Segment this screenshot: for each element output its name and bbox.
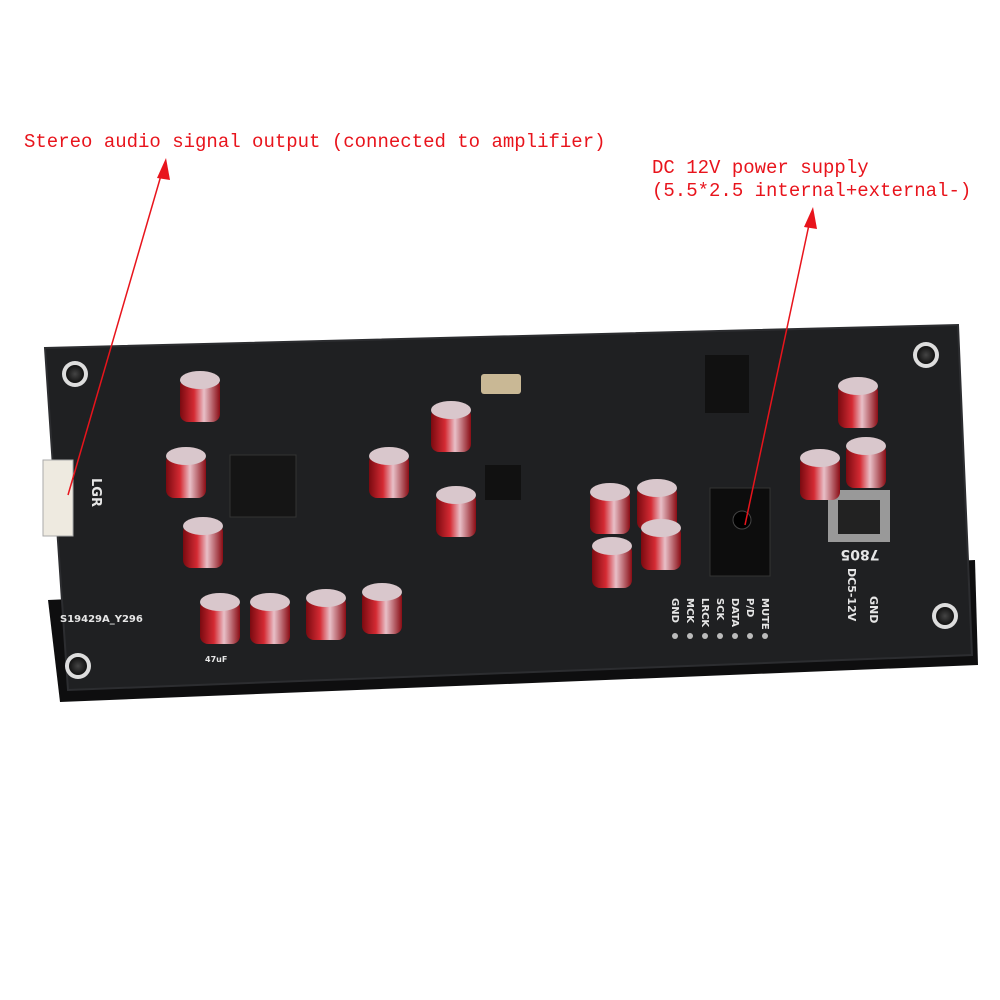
header-pin — [747, 633, 753, 639]
capacitor — [369, 447, 409, 498]
capacitor — [166, 447, 206, 498]
capacitor — [362, 583, 402, 634]
header-pin — [702, 633, 708, 639]
pin-label: SCK — [714, 598, 725, 622]
pin-label: P/D — [744, 598, 755, 617]
capacitor — [637, 479, 677, 530]
pin-label: DATA — [729, 598, 740, 627]
pin-label: MCK — [684, 598, 695, 624]
header-pin — [762, 633, 768, 639]
capacitor — [200, 593, 240, 644]
pin-labels: GND MCK LRCK SCK DATA P/D MUTE — [669, 598, 770, 639]
capacitors — [166, 371, 886, 644]
header-pin — [732, 633, 738, 639]
pin-label: GND — [669, 598, 680, 623]
capacitor — [800, 449, 840, 500]
dip8-opamp — [229, 454, 297, 518]
capacitor — [592, 537, 632, 588]
capacitor — [436, 486, 476, 537]
power-gnd-label: GND — [867, 596, 880, 623]
arrow-power-supply — [744, 207, 817, 526]
dc-power-jack — [709, 487, 771, 577]
capacitor — [431, 401, 471, 452]
header-pin — [672, 633, 678, 639]
board-id-label: S19429A_Y296 — [60, 614, 143, 625]
capacitor — [846, 437, 886, 488]
power-label: DC5-12V — [845, 568, 858, 622]
audio-output-annotation: Stereo audio signal output (connected to… — [24, 131, 606, 153]
pin-label: LRCK — [699, 598, 710, 628]
connector-label: LGR — [88, 478, 103, 507]
capacitor — [180, 371, 220, 422]
power-supply-annotation-line2: (5.5*2.5 internal+external-) — [652, 180, 972, 202]
regulator-label: 7805 — [841, 546, 880, 562]
power-supply-annotation-line1: DC 12V power supply — [652, 157, 869, 179]
header-pin — [687, 633, 693, 639]
header-pin — [717, 633, 723, 639]
capacitor — [306, 589, 346, 640]
capacitor — [590, 483, 630, 534]
capacitor — [183, 517, 223, 568]
screws — [62, 342, 958, 679]
pin-label: MUTE — [759, 598, 770, 630]
cap-value-label: 47uF — [205, 655, 227, 664]
arrow-audio-output — [67, 158, 170, 496]
audio-output-connector — [42, 459, 74, 537]
capacitor — [641, 519, 681, 570]
capacitor — [838, 377, 878, 428]
soic-chip — [485, 465, 521, 500]
soic16-chip — [705, 355, 749, 413]
crystal — [481, 374, 521, 394]
capacitor — [250, 593, 290, 644]
